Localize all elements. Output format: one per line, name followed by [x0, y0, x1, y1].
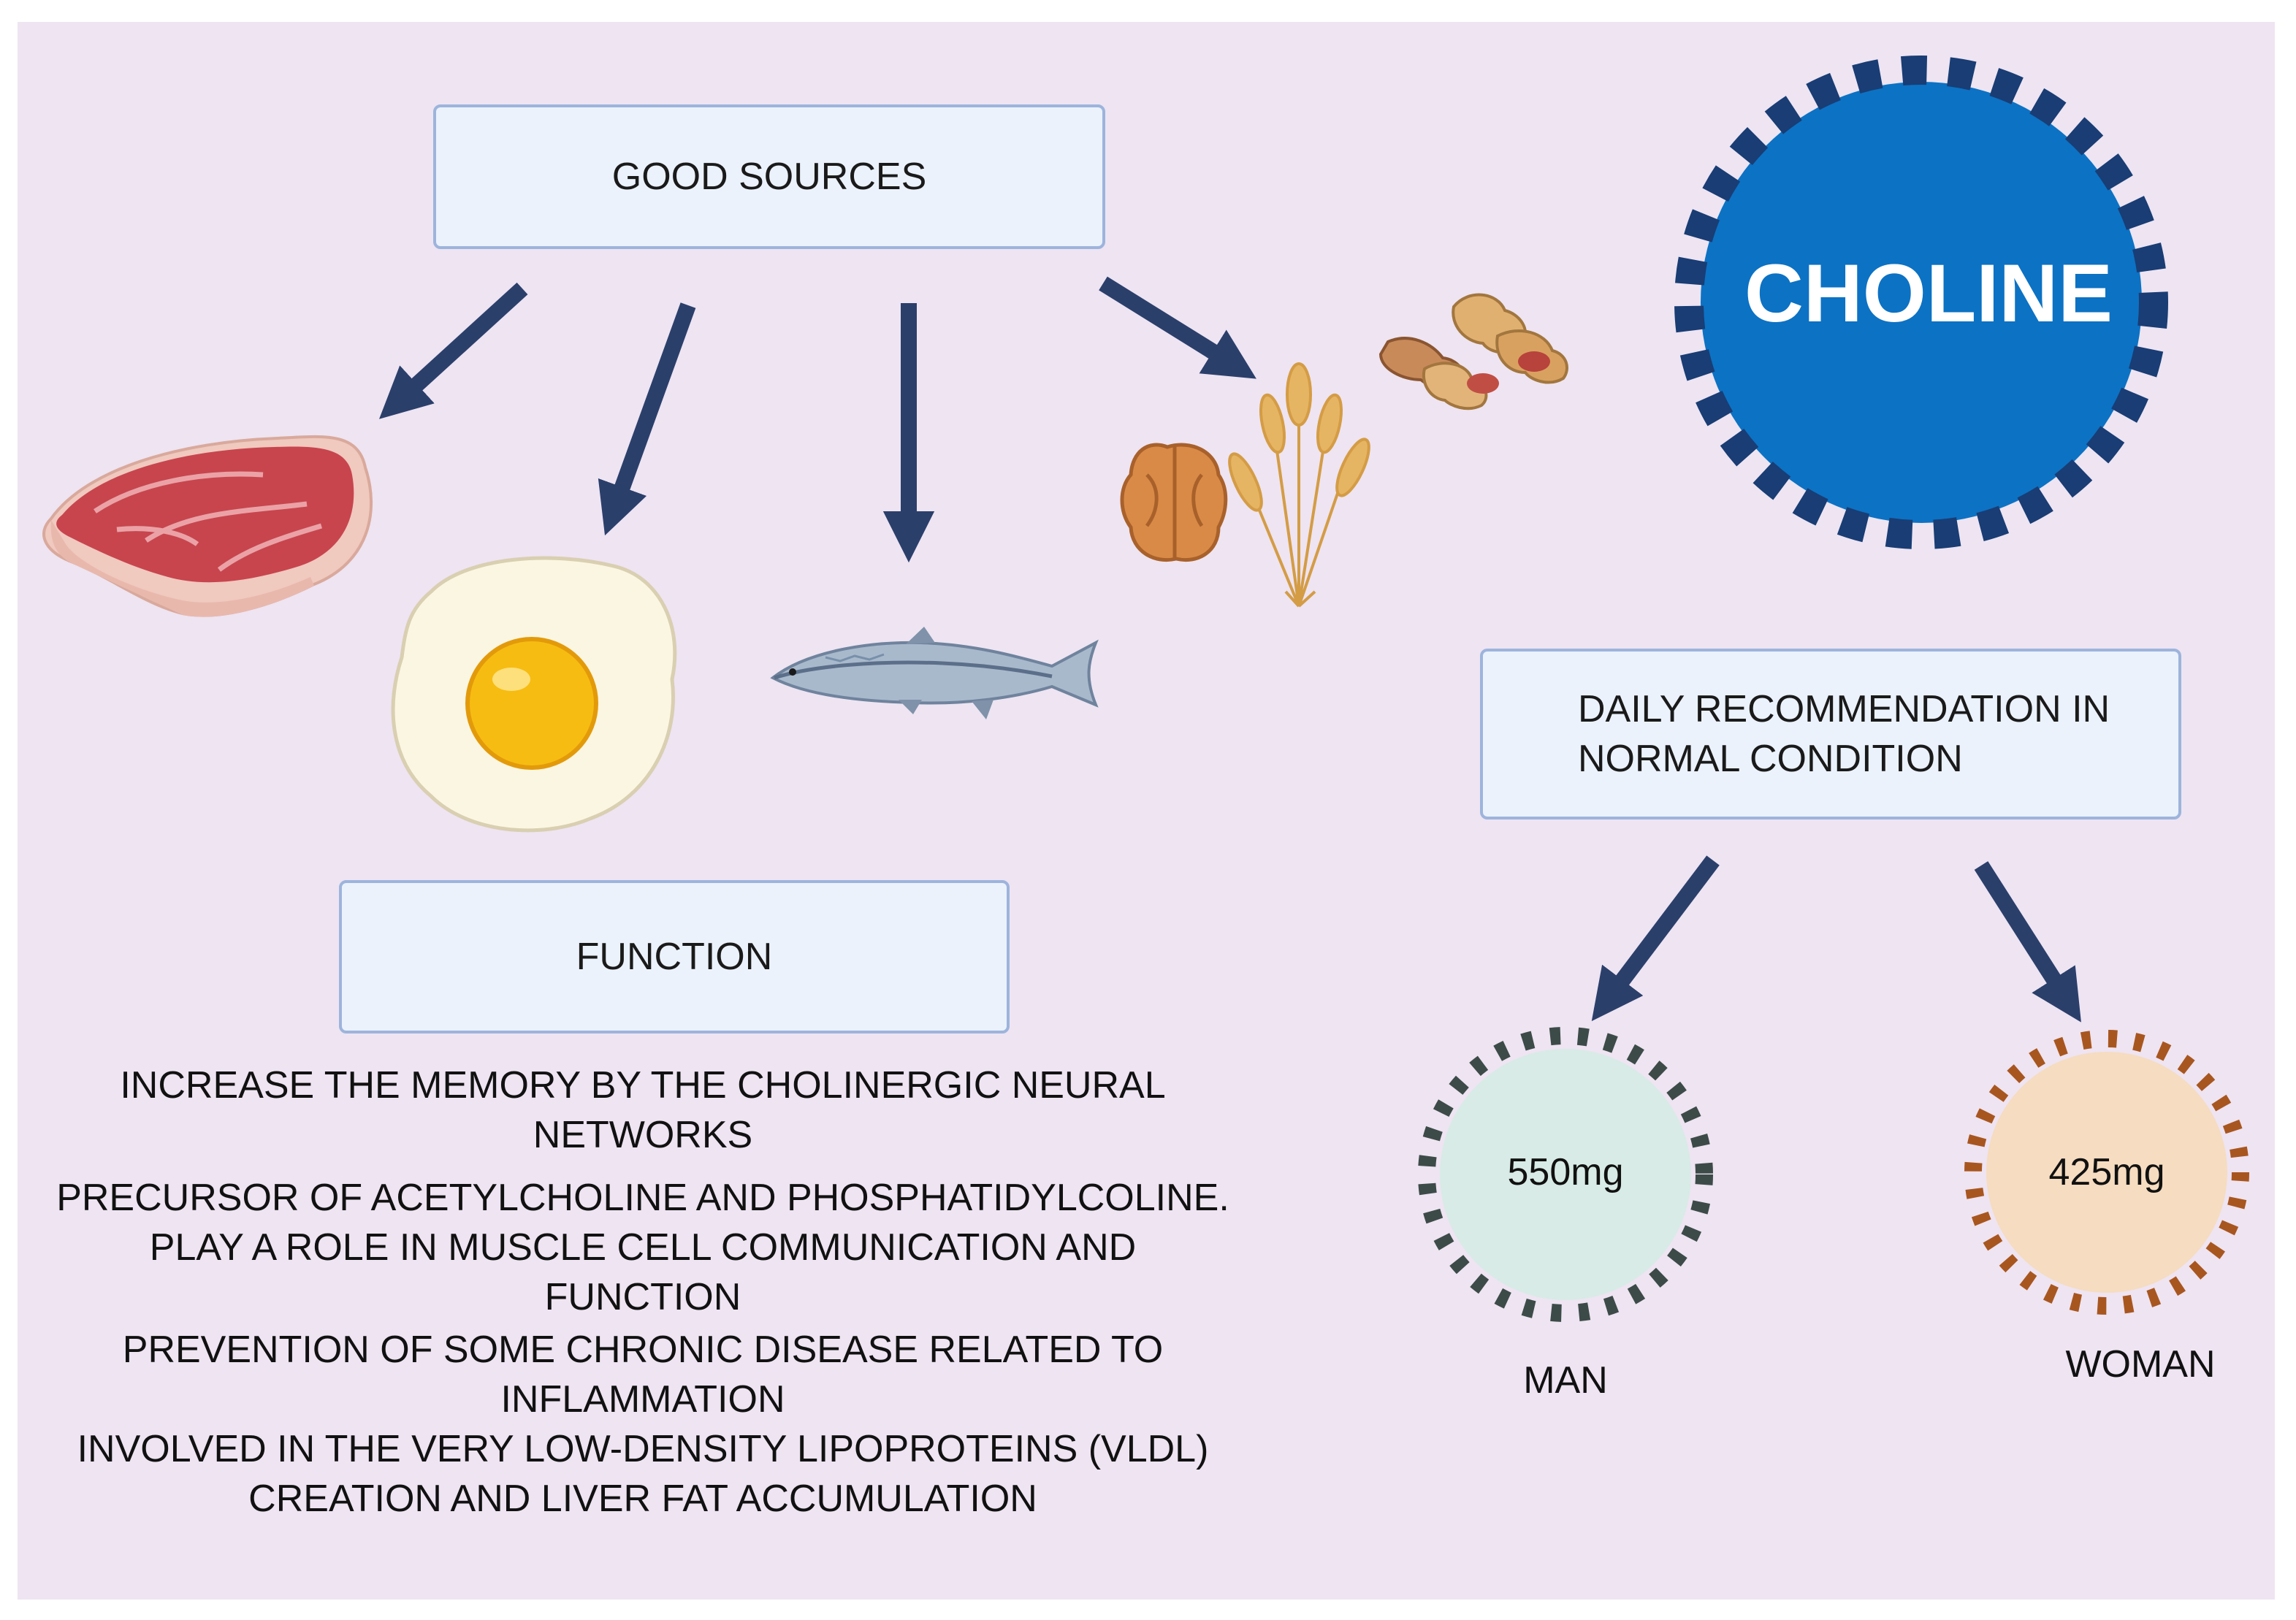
good-sources-box: GOOD SOURCES	[433, 104, 1105, 249]
choline-circle	[1701, 82, 2142, 523]
walnut-icon	[1120, 443, 1228, 562]
function-line-5: FUNCTION	[544, 1276, 741, 1318]
daily-line-2: NORMAL CONDITION	[1578, 738, 1963, 780]
arrow-to-egg	[598, 302, 696, 536]
function-line-3: PRECURSOR OF ACETYLCHOLINE AND PHOSPHATI…	[56, 1177, 1229, 1219]
good-sources-label: GOOD SOURCES	[611, 156, 927, 198]
function-line-2: NETWORKS	[533, 1114, 753, 1156]
man-badge	[1440, 1049, 1691, 1300]
man-label: MAN	[1523, 1359, 1608, 1402]
woman-dose: 425mg	[2048, 1151, 2165, 1193]
daily-recommendation-box: DAILY RECOMMENDATION IN NORMAL CONDITION	[1480, 649, 2181, 819]
arrow-to-man	[1591, 855, 1720, 1022]
wheat-icon	[1228, 362, 1370, 608]
arrow-to-woman	[1974, 861, 2081, 1023]
function-line-7: INFLAMMATION	[500, 1378, 785, 1421]
man-badge-dashes	[1418, 1027, 1713, 1322]
peanuts-icon	[1378, 293, 1568, 410]
function-line-6: PREVENTION OF SOME CHRONIC DISEASE RELAT…	[122, 1329, 1164, 1371]
function-line-4: PLAY A ROLE IN MUSCLE CELL COMMUNICATION…	[149, 1226, 1137, 1269]
woman-badge	[1986, 1052, 2227, 1293]
arrow-to-meat	[378, 282, 528, 419]
function-label: FUNCTION	[576, 936, 773, 978]
function-line-1: INCREASE THE MEMORY BY THE CHOLINERGIC N…	[120, 1064, 1166, 1107]
arrow-to-grains	[1099, 276, 1256, 379]
man-dose: 550mg	[1507, 1151, 1624, 1193]
function-line-8: INVOLVED IN THE VERY LOW-DENSITY LIPOPRO…	[77, 1428, 1209, 1470]
fried-egg-icon	[391, 556, 677, 833]
daily-line-1: DAILY RECOMMENDATION IN	[1578, 688, 2110, 730]
salmon-icon	[770, 627, 1099, 719]
function-line-9: CREATION AND LIVER FAT ACCUMULATION	[248, 1478, 1037, 1520]
woman-label: WOMAN	[2065, 1343, 2216, 1386]
woman-badge-dashes	[1964, 1030, 2249, 1315]
function-box: FUNCTION	[339, 880, 1010, 1033]
daily-recommendation-text: DAILY RECOMMENDATION IN NORMAL CONDITION	[1578, 684, 2110, 784]
choline-dashed-ring	[1674, 56, 2168, 549]
meat-icon	[42, 435, 373, 617]
choline-title: CHOLINE	[1744, 248, 2113, 339]
